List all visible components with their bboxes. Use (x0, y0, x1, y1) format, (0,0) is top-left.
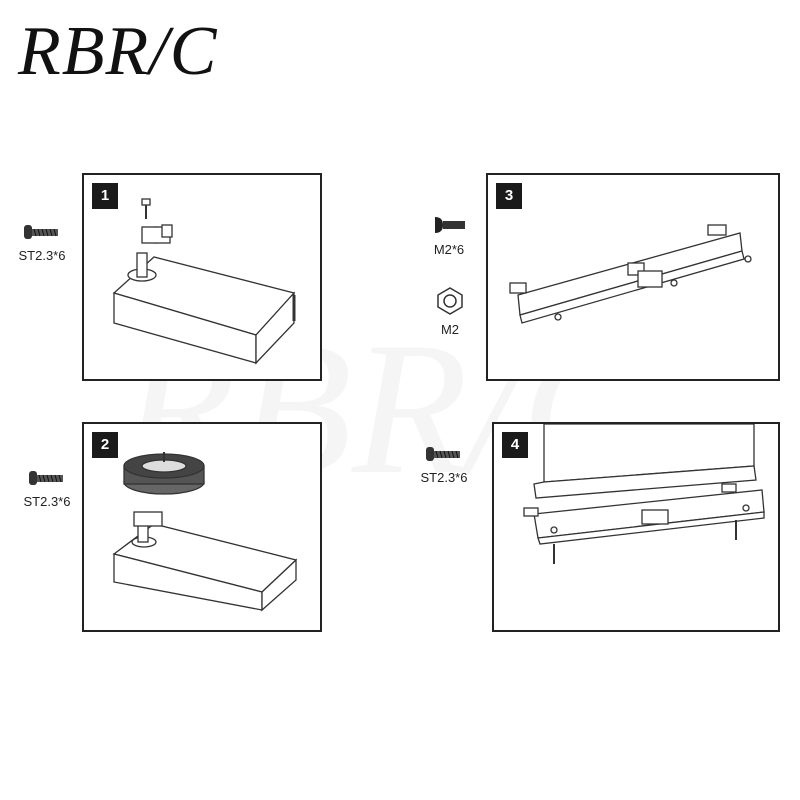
step-3-illustration (509, 224, 752, 324)
step-1-screw: ST2.3*6 (10, 222, 74, 263)
step-3-nut: M2 (424, 286, 476, 337)
step-2-illustration (112, 452, 298, 612)
brand-logo: RBR/C (18, 13, 218, 90)
step-2-panel: 2 (82, 422, 322, 632)
screw-icon (29, 471, 63, 485)
step-1-part-label: ST2.3*6 (18, 248, 66, 263)
step-2-screw: ST2.3*6 (12, 468, 82, 509)
step-4-illustration (523, 424, 765, 564)
step-1-number: 1 (92, 183, 118, 209)
hex-bolt-icon (435, 217, 465, 233)
step-4-part-label: ST2.3*6 (420, 470, 468, 485)
step-2-part-label: ST2.3*6 (23, 494, 71, 509)
screw-icon (426, 447, 460, 461)
step-3-bolt: M2*6 (420, 214, 478, 257)
step-3-number: 3 (496, 183, 522, 209)
step-3-nut-label: M2 (440, 322, 460, 337)
step-3-bolt-label: M2*6 (433, 242, 465, 257)
step-3-panel: 3 (486, 173, 780, 381)
screw-icon (24, 225, 58, 239)
step-1-illustration (112, 198, 296, 365)
step-4-number: 4 (502, 432, 528, 458)
step-4-panel: 4 (492, 422, 780, 632)
hex-nut-icon (437, 287, 463, 315)
step-4-screw: ST2.3*6 (414, 444, 474, 485)
step-2-number: 2 (92, 432, 118, 458)
step-1-panel: 1 (82, 173, 322, 381)
